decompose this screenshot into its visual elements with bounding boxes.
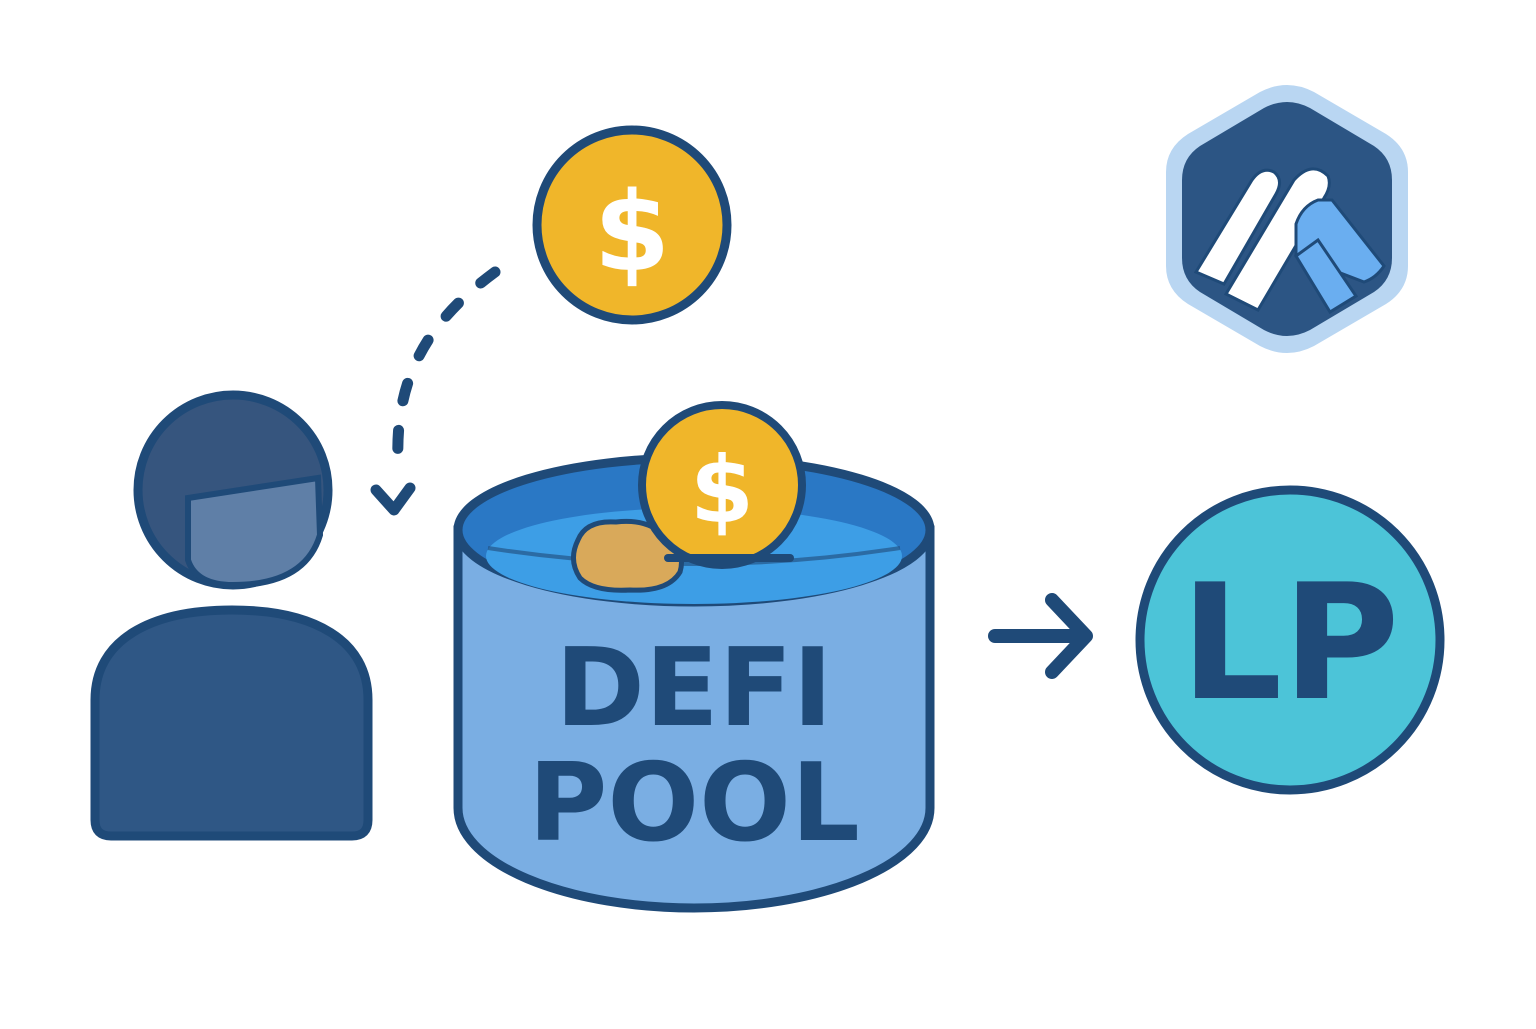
pool-container-icon: $ DEFI POOL <box>453 401 935 913</box>
dollar-coin-icon: $ <box>638 401 806 569</box>
user-body <box>90 605 373 841</box>
dashed-arrow-head <box>370 482 416 516</box>
logo-stroke-left <box>1193 168 1281 286</box>
dollar-coin-icon: $ <box>532 125 732 325</box>
coin-in-pool-symbol: $ <box>690 437 754 544</box>
coin-flying-symbol: $ <box>594 168 671 296</box>
user-face <box>185 474 324 589</box>
logo-accent-lower <box>1294 237 1359 315</box>
coin-in-pool-body <box>638 401 806 569</box>
dashed-arrow-path <box>392 266 501 466</box>
lp-token-body <box>1135 485 1445 795</box>
hexagon-logo-icon <box>1166 85 1408 353</box>
arrow-right-icon <box>988 593 1093 679</box>
lp-token-label: LP <box>1180 549 1399 736</box>
lp-token-icon: LP <box>1135 485 1445 795</box>
user-icon <box>90 390 373 841</box>
curved-dashed-arrow-icon <box>370 266 501 516</box>
pool-body <box>453 525 935 913</box>
pool-label-line2: POOL <box>528 741 860 866</box>
gold-nugget <box>571 518 684 593</box>
arrow-right-head <box>1045 593 1093 679</box>
pool-label-line1: DEFI <box>555 626 832 751</box>
coin-flying-body <box>532 125 732 325</box>
logo-stroke-middle <box>1223 167 1331 312</box>
